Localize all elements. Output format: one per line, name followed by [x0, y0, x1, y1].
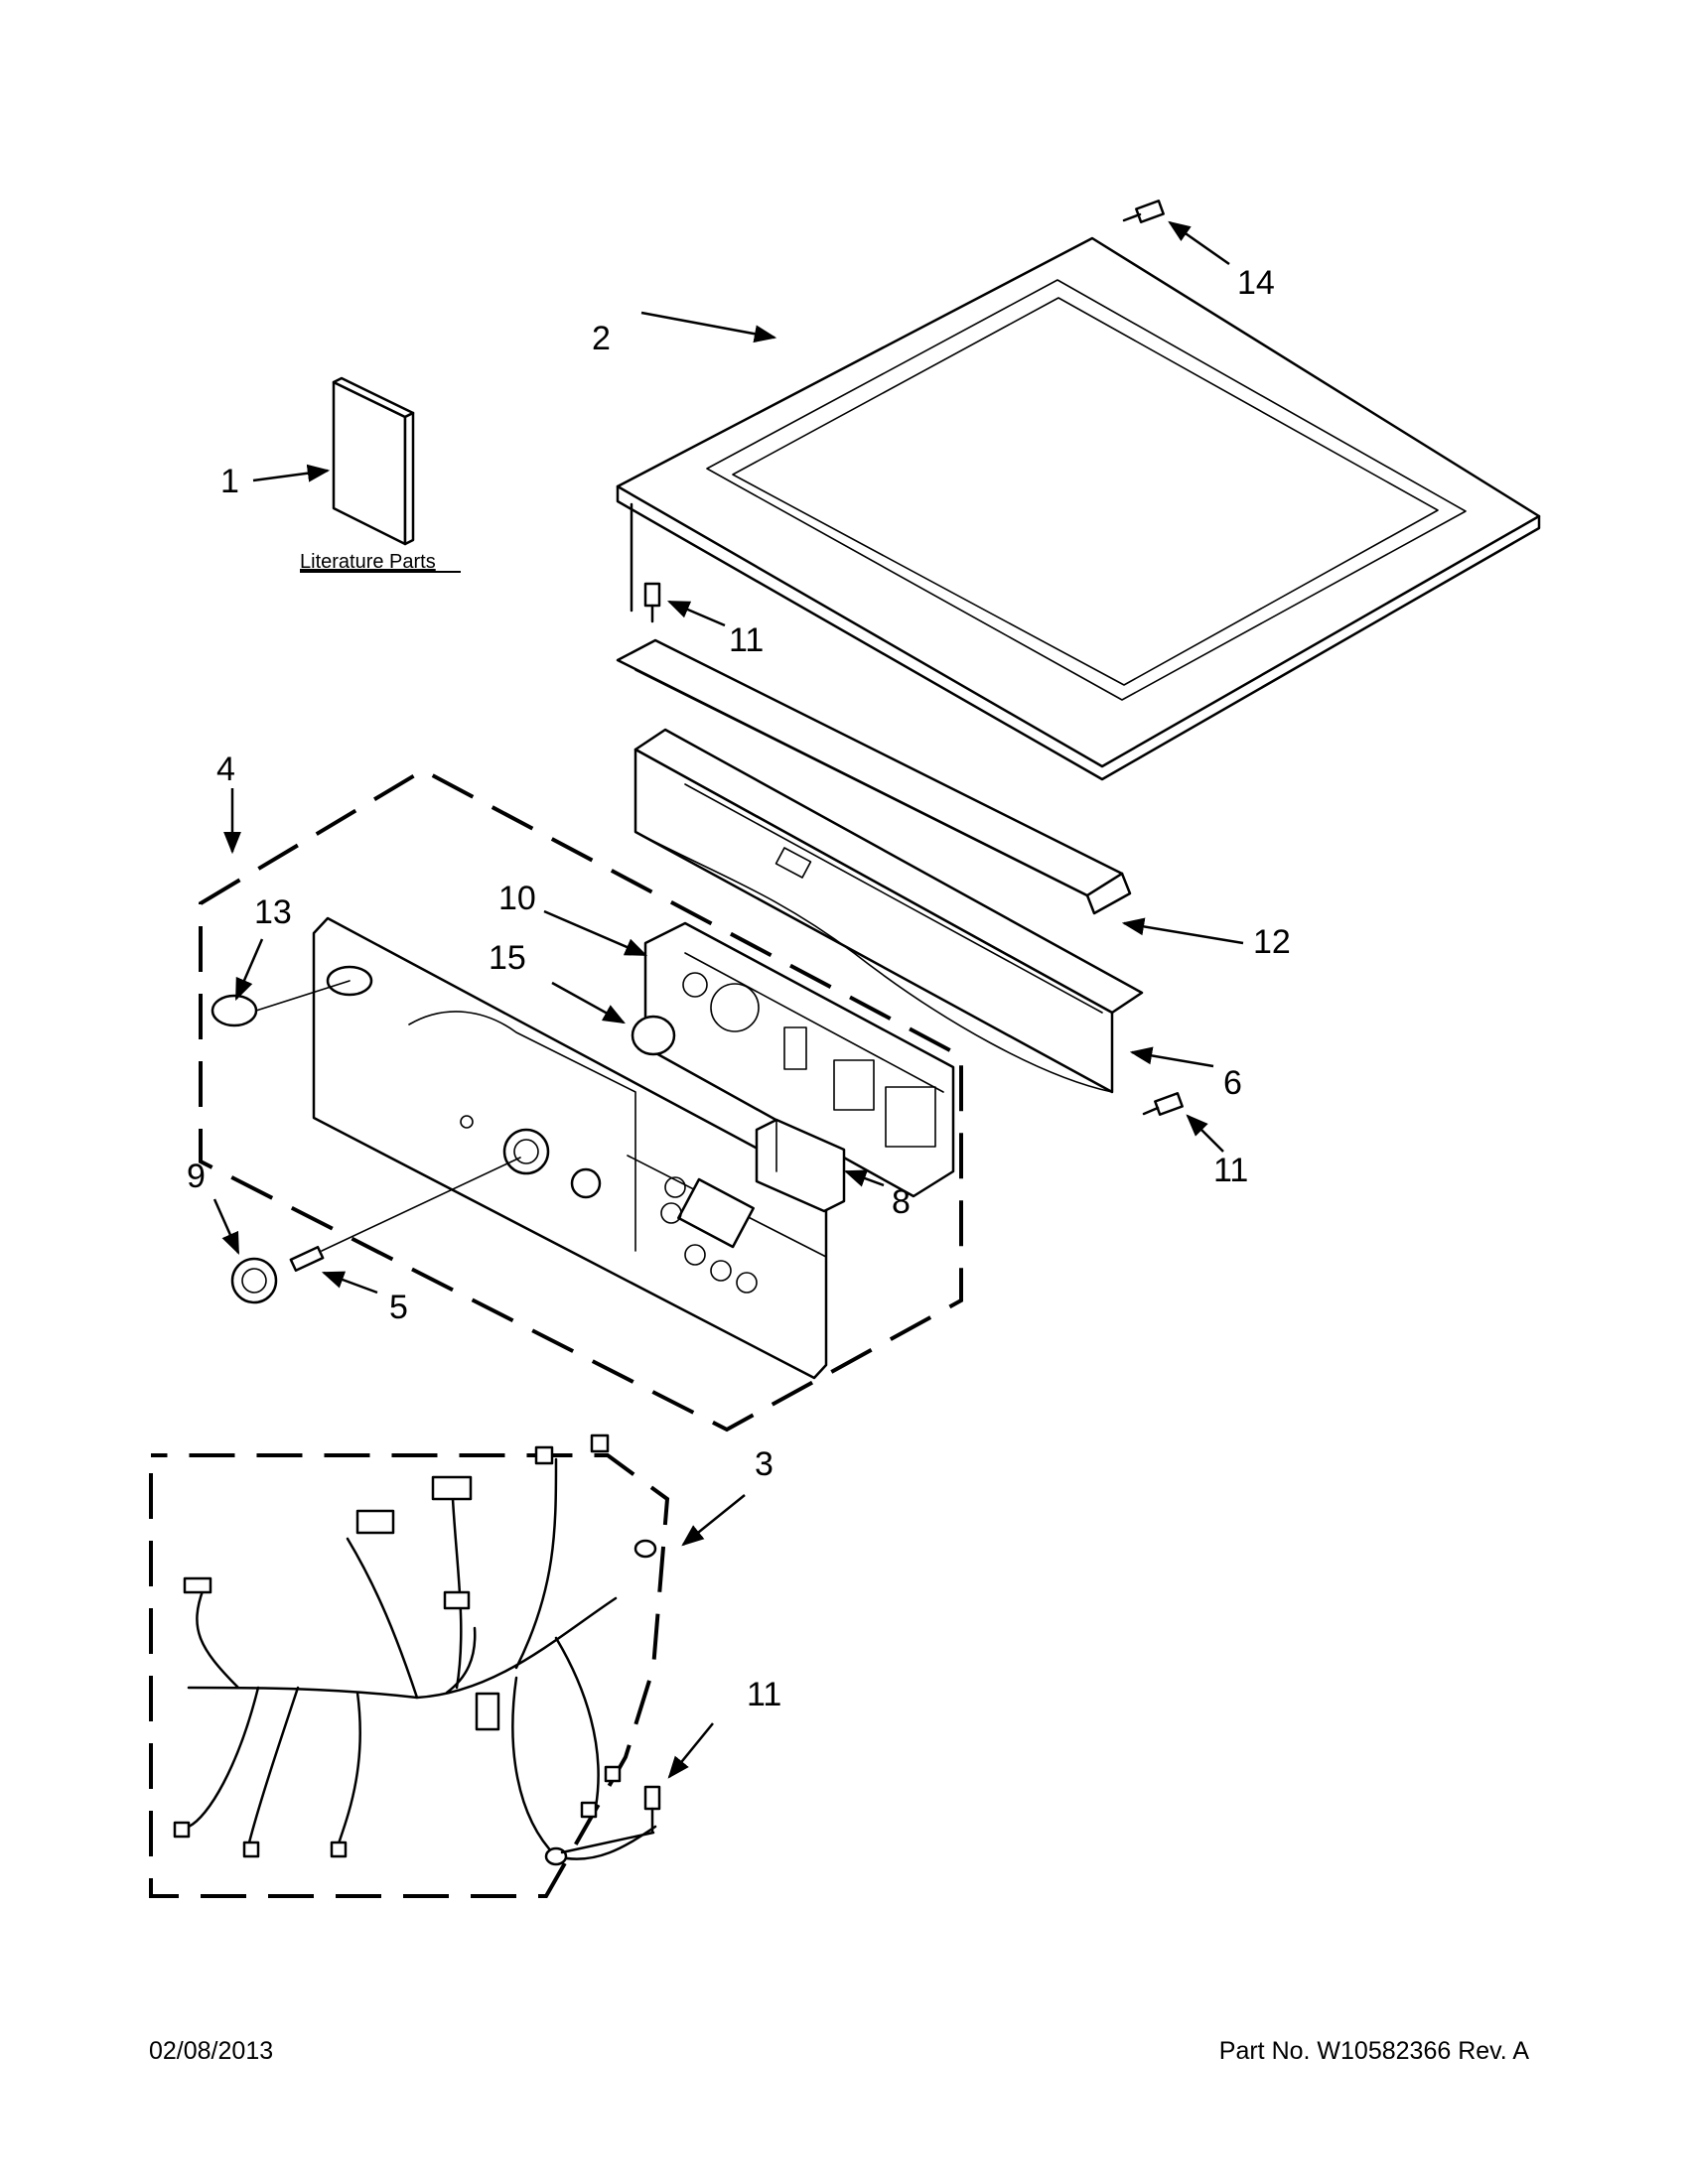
callout-2: 2 — [592, 320, 611, 357]
rear-bracket — [616, 638, 1132, 915]
callout-11-right: 11 — [1213, 1152, 1248, 1189]
ui-board-8 — [755, 1118, 846, 1213]
leader-14 — [1168, 220, 1230, 266]
screw-11-lower — [643, 1785, 661, 1835]
callout-15: 15 — [489, 939, 526, 977]
leader-15 — [551, 981, 626, 1024]
callout-12: 12 — [1253, 923, 1291, 961]
console-assembly-boundary — [199, 767, 963, 1433]
callout-1: 1 — [220, 463, 239, 500]
callout-14: 14 — [1237, 264, 1275, 302]
leader-13 — [234, 938, 264, 1002]
callout-11-upper: 11 — [729, 621, 764, 659]
callout-6: 6 — [1223, 1064, 1242, 1102]
callout-5: 5 — [389, 1289, 408, 1326]
gasket-15 — [631, 1015, 676, 1056]
leader-3 — [681, 1494, 746, 1547]
footer-part-number: Part No. W10582366 Rev. A — [1218, 2037, 1529, 2065]
leader-11-lower — [667, 1722, 714, 1779]
wire-harness — [173, 1433, 657, 1866]
shaft-5 — [289, 1157, 521, 1273]
screw-11-upper — [643, 582, 661, 623]
callout-9: 9 — [187, 1158, 206, 1195]
literature-parts-label: Literature Parts — [300, 551, 436, 573]
lens-13-projection — [255, 980, 351, 1012]
console-panel — [312, 916, 828, 1380]
leader-11-right — [1186, 1114, 1224, 1153]
knob-9 — [230, 1257, 278, 1304]
callout-8: 8 — [892, 1183, 911, 1221]
leader-8 — [843, 1169, 885, 1187]
leader-1 — [252, 464, 331, 482]
callout-3: 3 — [755, 1445, 774, 1483]
screw-11-right — [1142, 1092, 1184, 1116]
callout-4: 4 — [216, 751, 235, 788]
leader-5 — [321, 1271, 378, 1295]
top-panel — [616, 236, 1541, 781]
wire-harness-boundary — [149, 1453, 670, 1898]
lens-13 — [211, 994, 258, 1027]
callout-11-lower: 11 — [747, 1676, 781, 1713]
callout-10: 10 — [498, 880, 536, 917]
leader-6 — [1129, 1046, 1214, 1068]
footer-date: 02/08/2013 — [149, 2037, 274, 2065]
screw-14 — [1122, 200, 1165, 223]
callout-13: 13 — [254, 893, 292, 931]
leader-11-upper — [666, 600, 726, 627]
leader-10 — [543, 909, 648, 957]
literature-booklet — [332, 376, 415, 546]
leader-12 — [1121, 917, 1244, 945]
leader-2 — [640, 311, 777, 343]
leader-9 — [212, 1198, 240, 1256]
console-frame — [633, 728, 1144, 1094]
